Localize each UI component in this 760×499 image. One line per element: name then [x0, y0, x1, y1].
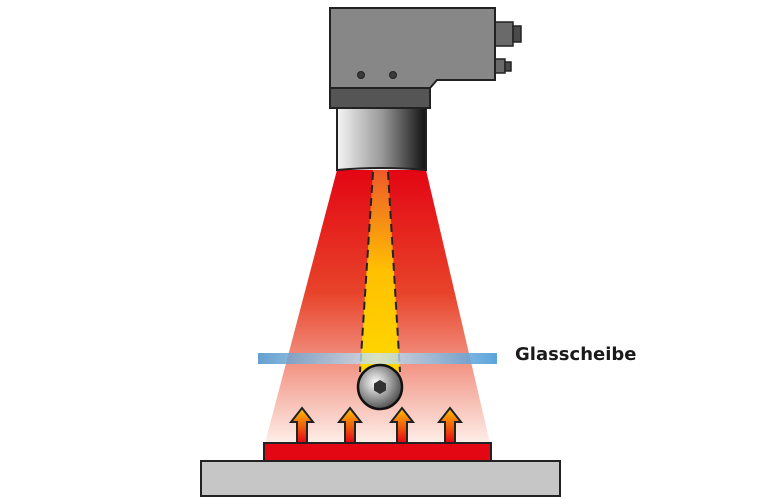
- target-object: [356, 363, 404, 411]
- pyrometer-sensor: [329, 7, 522, 172]
- inner-focus-beam: [360, 170, 400, 372]
- heat-arrow-icon: [288, 406, 316, 444]
- heater-plate: [263, 442, 492, 462]
- beam-edge-right: [387, 171, 401, 373]
- heat-arrow-icon: [388, 406, 416, 444]
- heat-arrow-icon: [436, 406, 464, 444]
- glass-pane-label: Glasscheibe: [515, 344, 637, 365]
- heat-arrows: [288, 406, 464, 444]
- heat-arrow-icon: [336, 406, 364, 444]
- base-plate: [200, 460, 561, 497]
- glass-pane: [258, 353, 497, 364]
- beam-edge-left: [359, 171, 374, 373]
